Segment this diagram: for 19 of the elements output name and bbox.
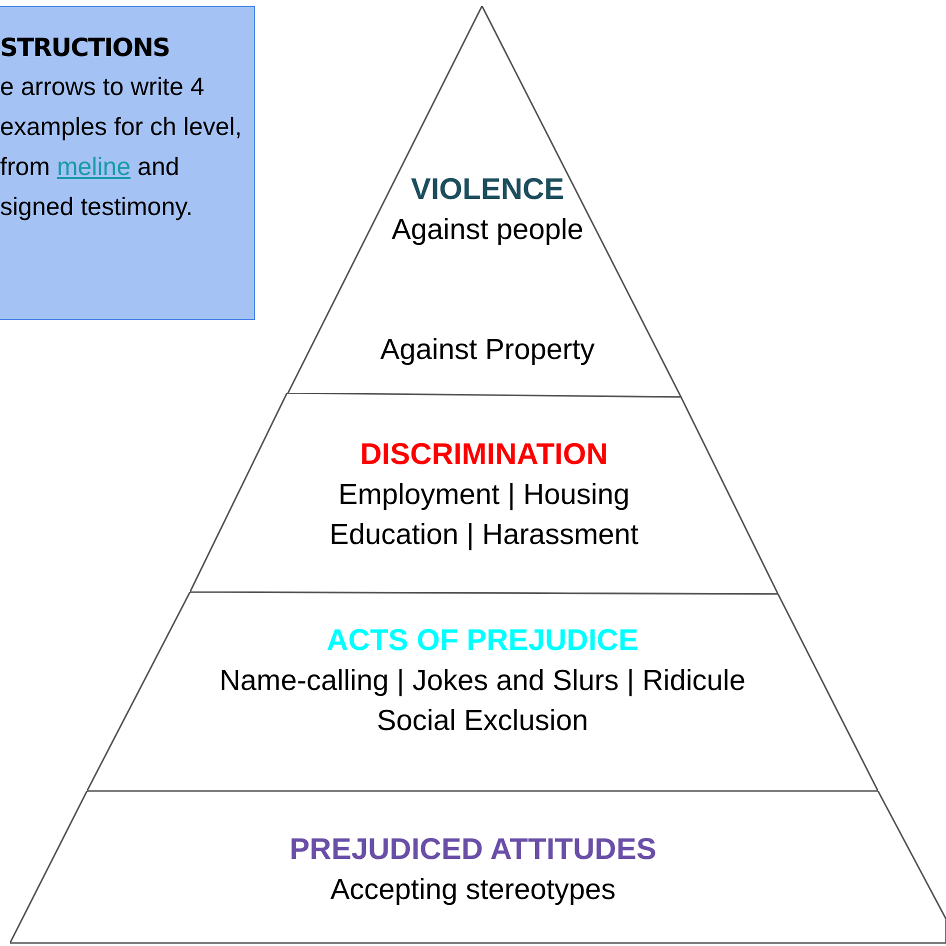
level-example: Against people [390, 213, 584, 248]
level-example: Against Property [379, 333, 596, 368]
pyramid-level [287, 6, 682, 398]
level-example: Social Exclusion [376, 704, 590, 739]
level-heading: VIOLENCE [410, 172, 566, 208]
link: meline [56, 153, 131, 181]
instruction-heading: STRUCTIONS [0, 32, 170, 64]
instruction-text: e arrows to write 4 examples for ch level, from meline and signed testimony. [0, 72, 243, 223]
level-example: Name-calling | Jokes and Slurs | Ridicule [218, 664, 746, 699]
pyramid-level [190, 393, 778, 594]
instruction-box [0, 6, 255, 320]
level-heading: ACTS OF PREJUDICE [326, 623, 640, 659]
level-heading: PREJUDICED ATTITUDES [288, 832, 658, 868]
pyramid-level [10, 791, 946, 944]
level-heading: DISCRIMINATION [359, 437, 609, 473]
pyramid-level [87, 592, 878, 791]
level-example: Accepting stereotypes [329, 873, 617, 908]
level-example: Employment | Housing [337, 478, 631, 513]
level-example: Education | Harassment [328, 518, 640, 553]
